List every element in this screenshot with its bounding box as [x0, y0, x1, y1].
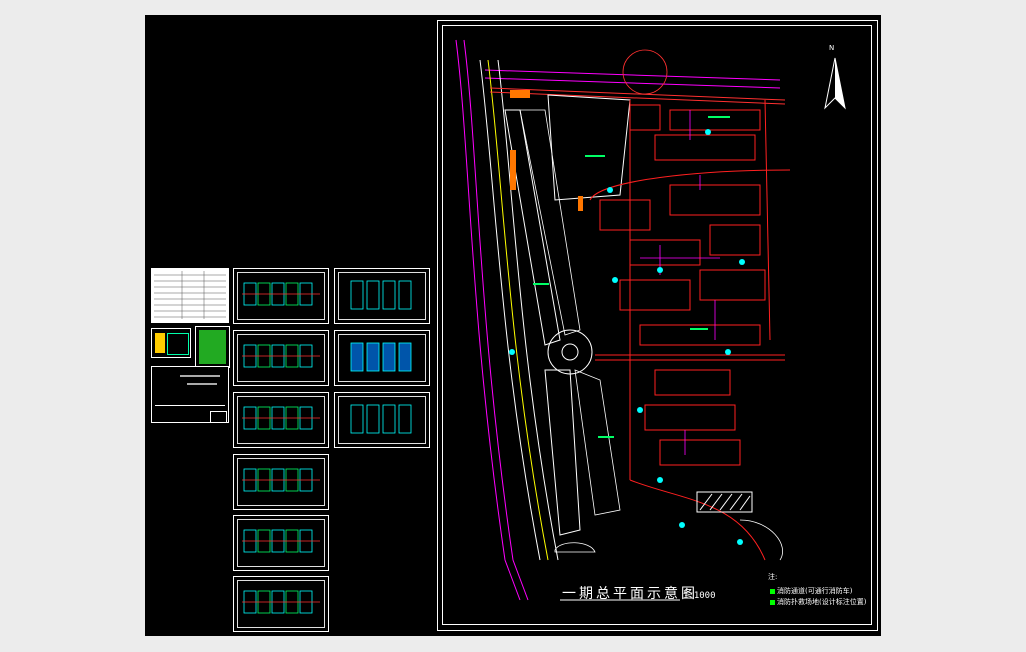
thumbnail-frame [237, 519, 325, 567]
thumbnail-frame [338, 334, 426, 382]
thumbnail-text-sheet[interactable] [151, 366, 229, 423]
thumbnail-site-small[interactable] [151, 328, 191, 358]
thumbnail-frame [338, 272, 426, 320]
thumbnail-elevation[interactable] [334, 392, 430, 448]
thumbnail-floor-plan[interactable] [233, 515, 329, 571]
floor-plan-icon [242, 406, 320, 430]
thumbnail-frame [237, 580, 325, 628]
orange-marker [510, 90, 530, 98]
legend-heading: 注: [768, 573, 778, 581]
drawing-scale: 1:1000 [683, 591, 716, 601]
long-building-north [504, 109, 561, 346]
legend-swatch-icon [770, 599, 775, 605]
thumbnail-floor-plan[interactable] [233, 392, 329, 448]
thumbnail-frame [338, 396, 426, 444]
sheet-inner-frame [442, 25, 872, 625]
elevation-icon [350, 280, 412, 310]
floor-plan-icon [242, 344, 320, 368]
thumbnail-floor-plan[interactable] [233, 576, 329, 632]
thumbnail-floor-plan[interactable] [233, 454, 329, 510]
cover-table-icon [154, 271, 226, 319]
north-label: N [829, 44, 835, 52]
sheet-outer-frame [437, 20, 878, 631]
legend-item-2: 消防扑救场地(设计标注位置) [770, 597, 866, 607]
long-building-south [544, 369, 581, 536]
thumbnail-frame [237, 272, 325, 320]
thumbnail-floor-plan[interactable] [233, 268, 329, 324]
north-arrow-icon [824, 57, 846, 110]
thumbnail-green-notes[interactable] [195, 326, 230, 368]
elevation-icon [350, 342, 412, 372]
thumbnail-frame [237, 334, 325, 382]
thumbnail-floor-plan[interactable] [233, 330, 329, 386]
thumbnail-cover-sheet[interactable] [151, 268, 229, 323]
floor-plan-icon [242, 468, 320, 492]
floor-plan-icon [242, 282, 320, 306]
legend-swatch-icon [770, 588, 775, 594]
thumbnail-frame [237, 458, 325, 506]
thumbnail-elevation[interactable] [334, 268, 430, 324]
legend-item-1: 消防通道(可通行消防车) [770, 586, 852, 596]
block-north-center [547, 94, 631, 201]
elevation-icon [350, 404, 412, 434]
drawing-title: 一期总平面示意图 [562, 586, 698, 602]
floor-plan-icon [242, 529, 320, 553]
thumbnail-frame [237, 396, 325, 444]
thumbnail-elevation[interactable] [334, 330, 430, 386]
floor-plan-icon [242, 590, 320, 614]
